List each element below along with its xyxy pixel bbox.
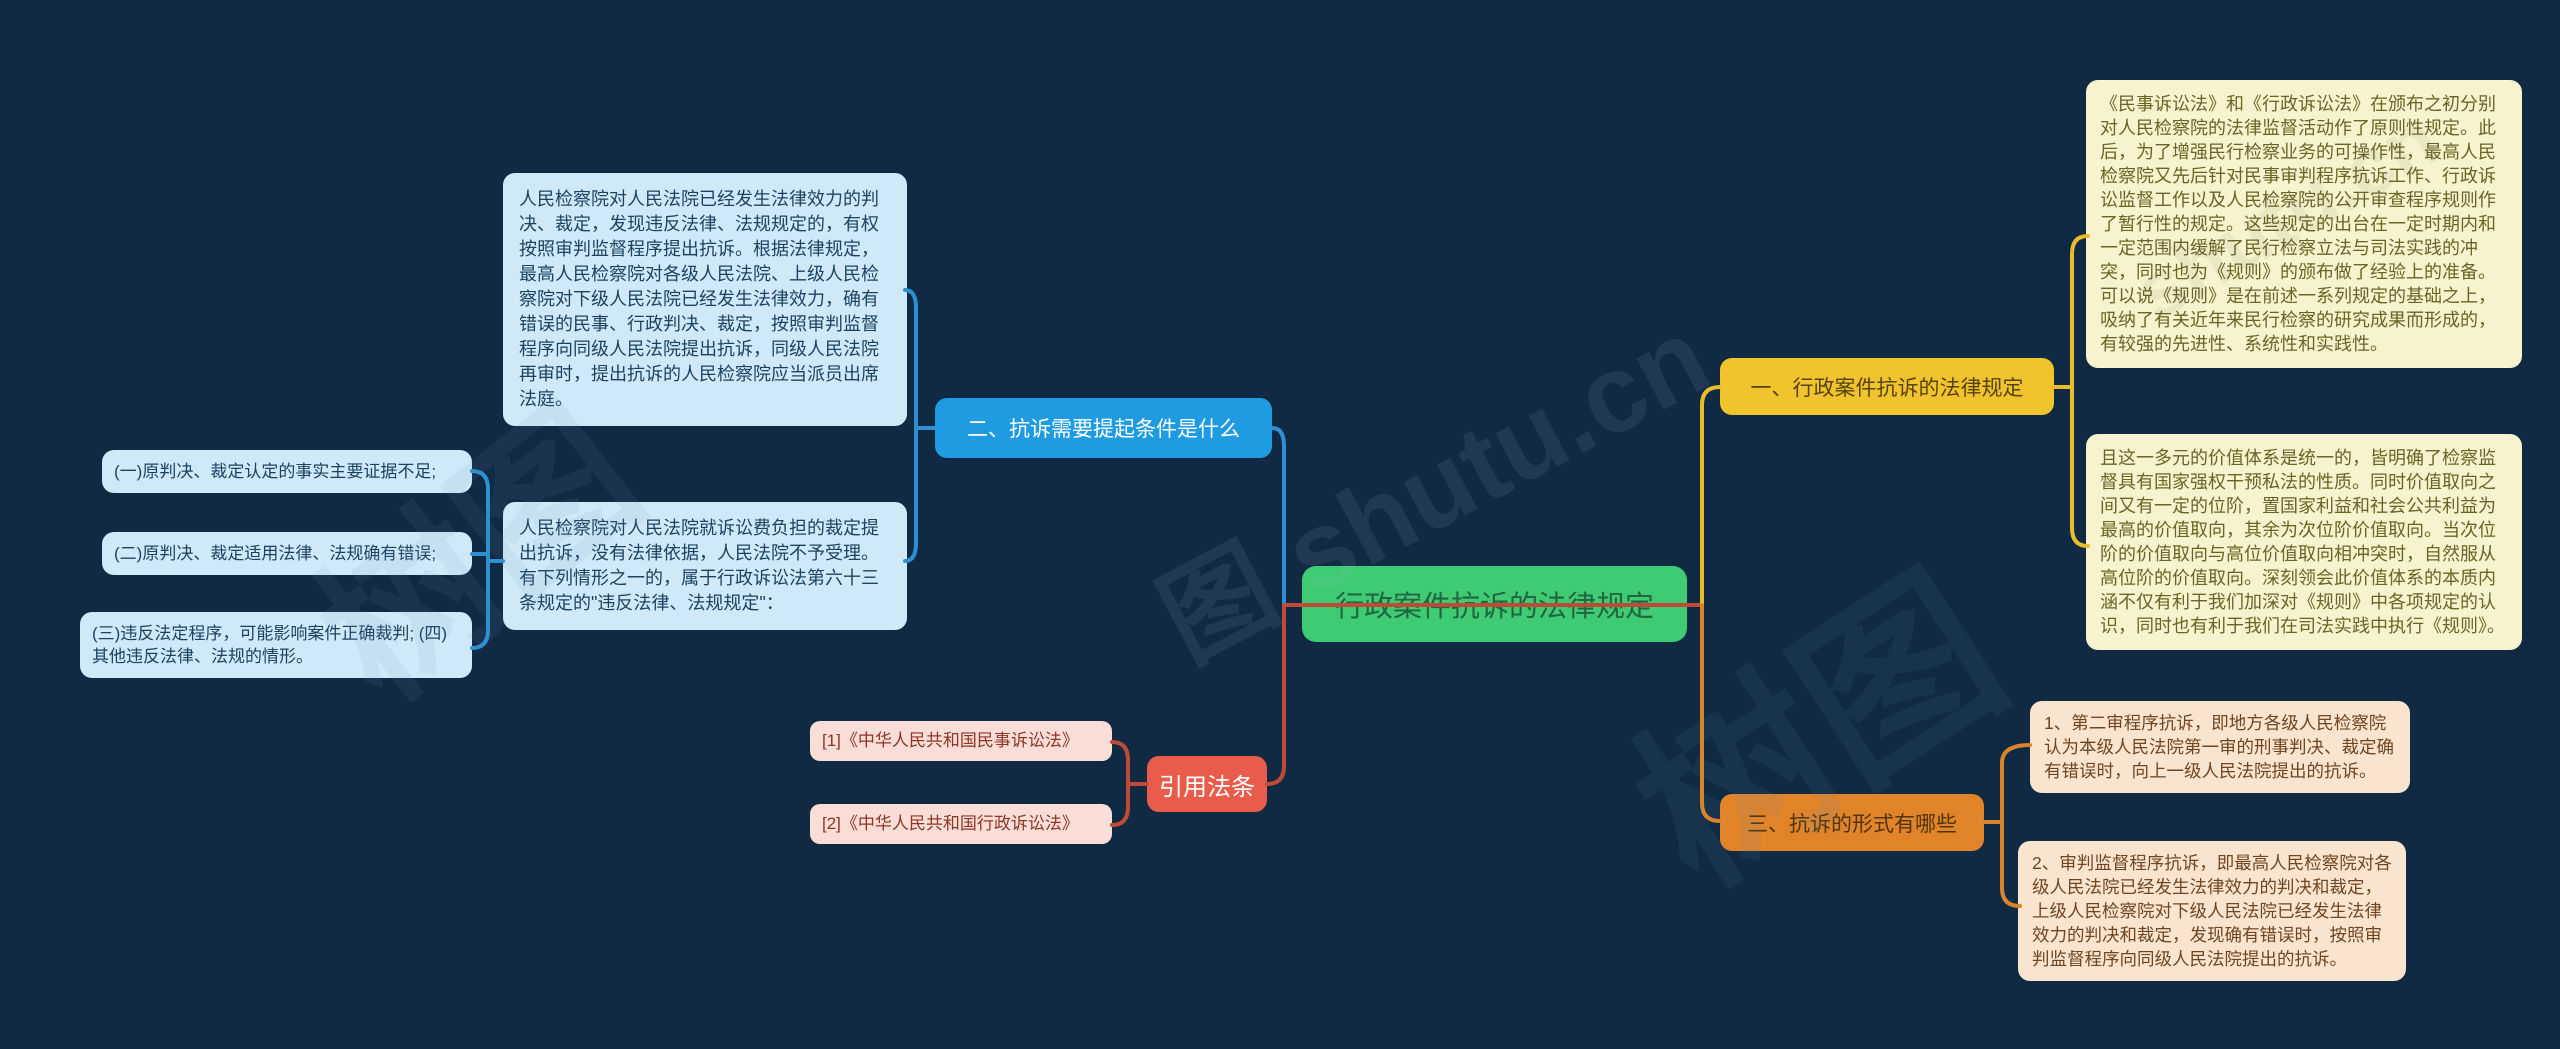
note-regulations-2[interactable]: 且这一多元的价值体系是统一的，皆明确了检察监督具有国家强权干预私法的性质。同时价…: [2086, 434, 2522, 650]
topic-forms[interactable]: 三、抗诉的形式有哪些: [1720, 794, 1984, 851]
citation-item-1[interactable]: [1]《中华人民共和国民事诉讼法》: [810, 721, 1112, 761]
topic-conditions[interactable]: 二、抗诉需要提起条件是什么: [935, 398, 1272, 458]
topic-regulations[interactable]: 一、行政案件抗诉的法律规定: [1720, 358, 2054, 415]
condition-item-3-4[interactable]: (三)违反法定程序，可能影响案件正确裁判; (四)其他违反法律、法规的情形。: [80, 612, 472, 678]
note-conditions-fee[interactable]: 人民检察院对人民法院就诉讼费负担的裁定提出抗诉，没有法律依据，人民法院不予受理。…: [503, 502, 907, 630]
condition-item-1[interactable]: (一)原判决、裁定认定的事实主要证据不足;: [102, 450, 472, 493]
note-regulations-1[interactable]: 《民事诉讼法》和《行政诉讼法》在颁布之初分别对人民检察院的法律监督活动作了原则性…: [2086, 80, 2522, 368]
watermark: 树图: [1602, 539, 2037, 925]
note-conditions-main[interactable]: 人民检察院对人民法院已经发生法律效力的判决、裁定，发现违反法律、法规规定的，有权…: [503, 173, 907, 426]
root-topic[interactable]: 行政案件抗诉的法律规定: [1302, 566, 1687, 642]
condition-item-2[interactable]: (二)原判决、裁定适用法律、法规确有错误;: [102, 532, 472, 575]
topic-citations[interactable]: 引用法条: [1147, 756, 1267, 812]
note-forms-1[interactable]: 1、第二审程序抗诉，即地方各级人民检察院认为本级人民法院第一审的刑事判决、裁定确…: [2030, 701, 2410, 793]
citation-item-2[interactable]: [2]《中华人民共和国行政诉讼法》: [810, 804, 1112, 844]
note-forms-2[interactable]: 2、审判监督程序抗诉，即最高人民检察院对各级人民法院已经发生法律效力的判决和裁定…: [2018, 841, 2406, 981]
